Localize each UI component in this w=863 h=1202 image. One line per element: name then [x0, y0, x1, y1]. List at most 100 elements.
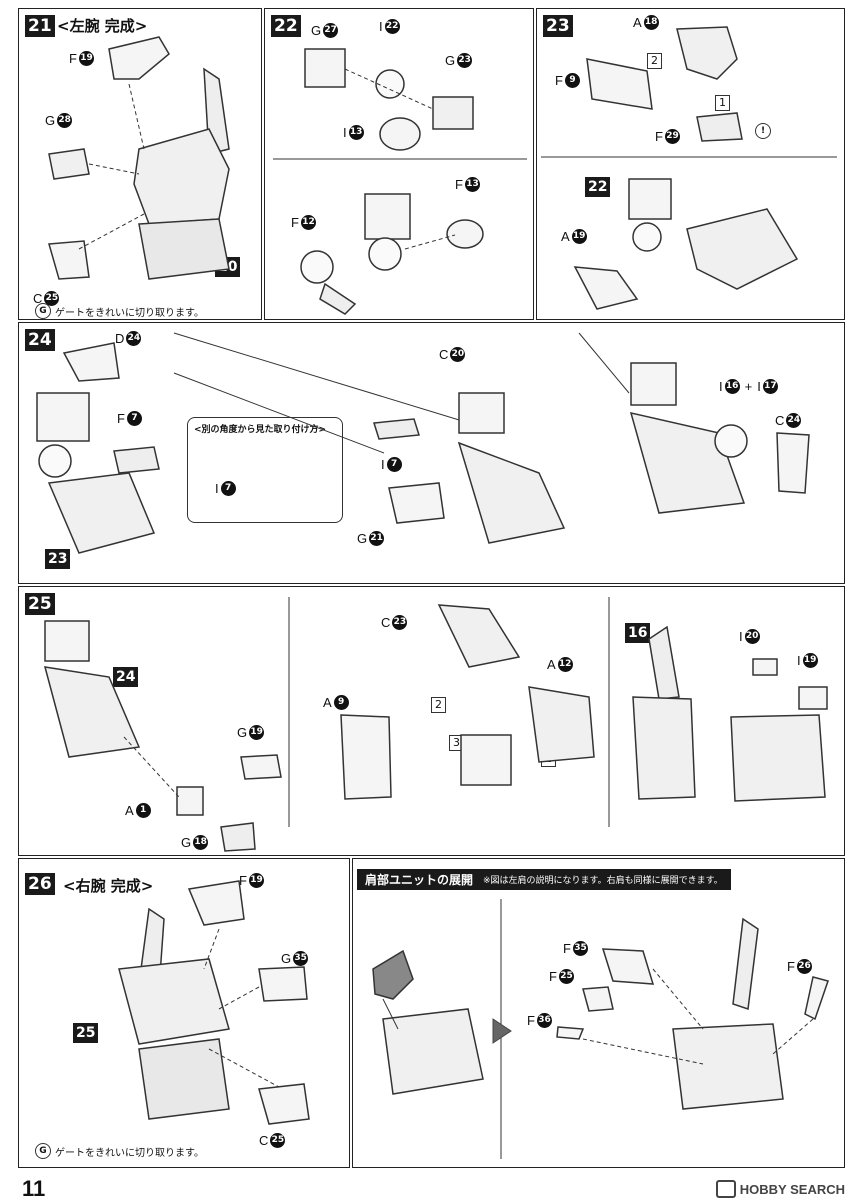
part-number: 35: [572, 941, 588, 956]
part-number: 12: [300, 215, 316, 230]
gate-icon: G: [35, 1143, 51, 1159]
part-number: 7: [126, 411, 142, 426]
part-number: 19: [249, 725, 265, 740]
watermark: HOBBY SEARCH: [715, 1180, 845, 1198]
part-number: 1: [135, 803, 151, 818]
page-number: 11: [22, 1176, 46, 1201]
right-arm-illustration: [118, 880, 310, 1125]
part-number: 12: [557, 657, 573, 672]
part-number: 25: [270, 1133, 286, 1148]
part-number: 21: [369, 531, 385, 546]
gate-icon: G: [35, 303, 51, 319]
part-number: 13: [464, 177, 480, 192]
part-number: 18: [193, 835, 209, 850]
subassembly-ref: 23: [45, 549, 71, 569]
part-number: 36: [536, 1013, 552, 1028]
part-number: 29: [664, 129, 680, 144]
subassembly-ref: 22: [585, 177, 611, 197]
part-number: 13: [348, 125, 364, 140]
step-title: <右腕 完成>: [63, 877, 154, 895]
order-marker: 1: [715, 95, 730, 111]
shoulder-expansion-illustration: [372, 899, 829, 1159]
part-number: 19: [78, 51, 94, 66]
forearm-armor-illustration: [541, 26, 837, 310]
hand-and-shoulder-illustration: [43, 597, 828, 852]
part-number: 19: [248, 873, 264, 888]
step-number: 24: [25, 329, 55, 351]
detail-title: <別の角度から見た取り付け方>: [194, 425, 327, 435]
part-number: 24: [786, 413, 802, 428]
order-marker: 2: [431, 697, 446, 713]
step-number: 22: [271, 15, 301, 37]
part-number: 9: [564, 73, 580, 88]
arm-assembly-illustration: [48, 36, 230, 280]
part-number: 25: [44, 291, 60, 306]
part-number: 17: [762, 379, 778, 394]
part-number: 26: [796, 959, 812, 974]
step-number: 26: [25, 873, 55, 895]
step-number: 25: [25, 593, 55, 615]
step-title: <左腕 完成>: [57, 17, 148, 35]
part-number: 20: [450, 347, 466, 362]
part-number: 7: [386, 457, 402, 472]
part-number: 18: [643, 15, 659, 30]
part-number: 19: [571, 229, 587, 244]
subassembly-ref: 25: [73, 1023, 99, 1043]
part-number: 16: [724, 379, 740, 394]
part-number: 22: [384, 19, 400, 34]
part-number: 23: [392, 615, 408, 630]
step-number: 21: [25, 15, 55, 37]
hobby-search-logo-icon: [715, 1180, 736, 1198]
part-number: 9: [333, 695, 349, 710]
detail-view-box: <別の角度から見た取り付け方>: [187, 417, 343, 523]
subassembly-ref: 16: [625, 623, 651, 643]
order-marker: 2: [647, 53, 662, 69]
part-number: 35: [293, 951, 309, 966]
step-25-panel: 25 24 G19 A1 G18 C23 A12 A9 2 3 1 16 I20…: [18, 586, 845, 856]
section-header: 肩部ユニットの展開※図は左肩の説明になります。右肩も同様に展開できます。: [357, 869, 731, 890]
elbow-joint-illustration: [273, 48, 527, 315]
subassembly-ref: 24: [113, 667, 139, 687]
part-number: 20: [744, 629, 760, 644]
